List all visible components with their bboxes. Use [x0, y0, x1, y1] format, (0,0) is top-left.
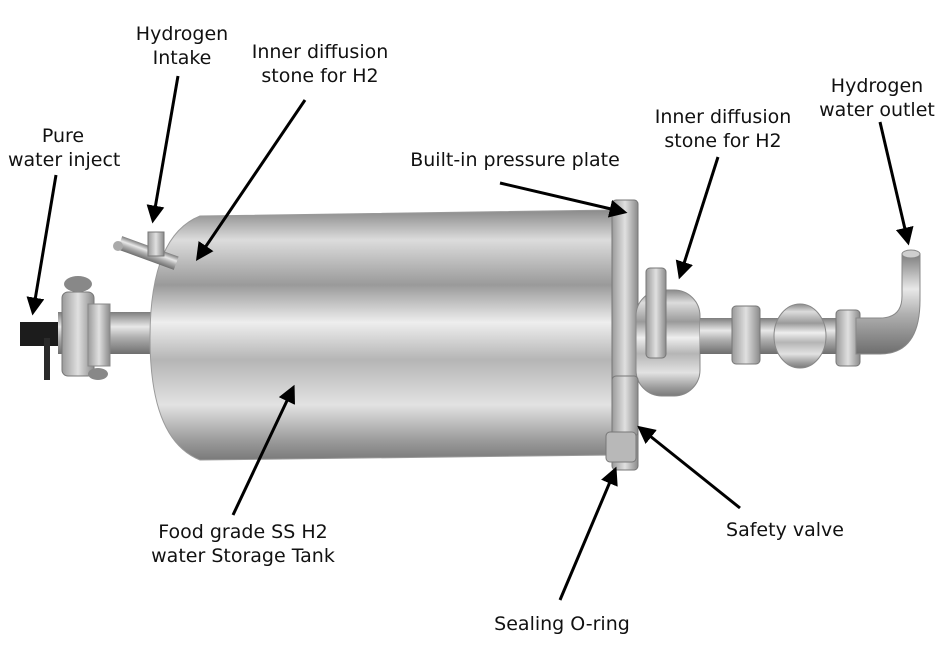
- label-built-in-pressure-plate: Built-in pressure plate: [410, 149, 620, 171]
- arrow-pure-water: [26, 174, 58, 316]
- label-sealing-o-ring: Sealing O-ring: [494, 613, 630, 635]
- arrow-hydrogen-intake: [146, 75, 180, 224]
- label-safety-valve: Safety valve: [726, 519, 844, 541]
- arrow-sealing-oring: [558, 466, 618, 601]
- hydrogen-intake-fitting: [113, 231, 179, 270]
- arrow-pressure-plate: [499, 181, 628, 218]
- right-outlet-assembly: [635, 249, 921, 397]
- arrow-diffusion-left: [195, 99, 307, 261]
- callout-arrows: [26, 75, 914, 601]
- arrow-diffusion-right: [675, 156, 720, 280]
- safety-valve-clamp: [605, 375, 639, 463]
- arrow-hydrogen-outlet: [878, 121, 914, 246]
- pure-water-inlet: [20, 276, 168, 380]
- storage-tank-body: [149, 209, 616, 461]
- arrow-storage-tank: [231, 384, 295, 516]
- arrow-safety-valve: [637, 425, 741, 510]
